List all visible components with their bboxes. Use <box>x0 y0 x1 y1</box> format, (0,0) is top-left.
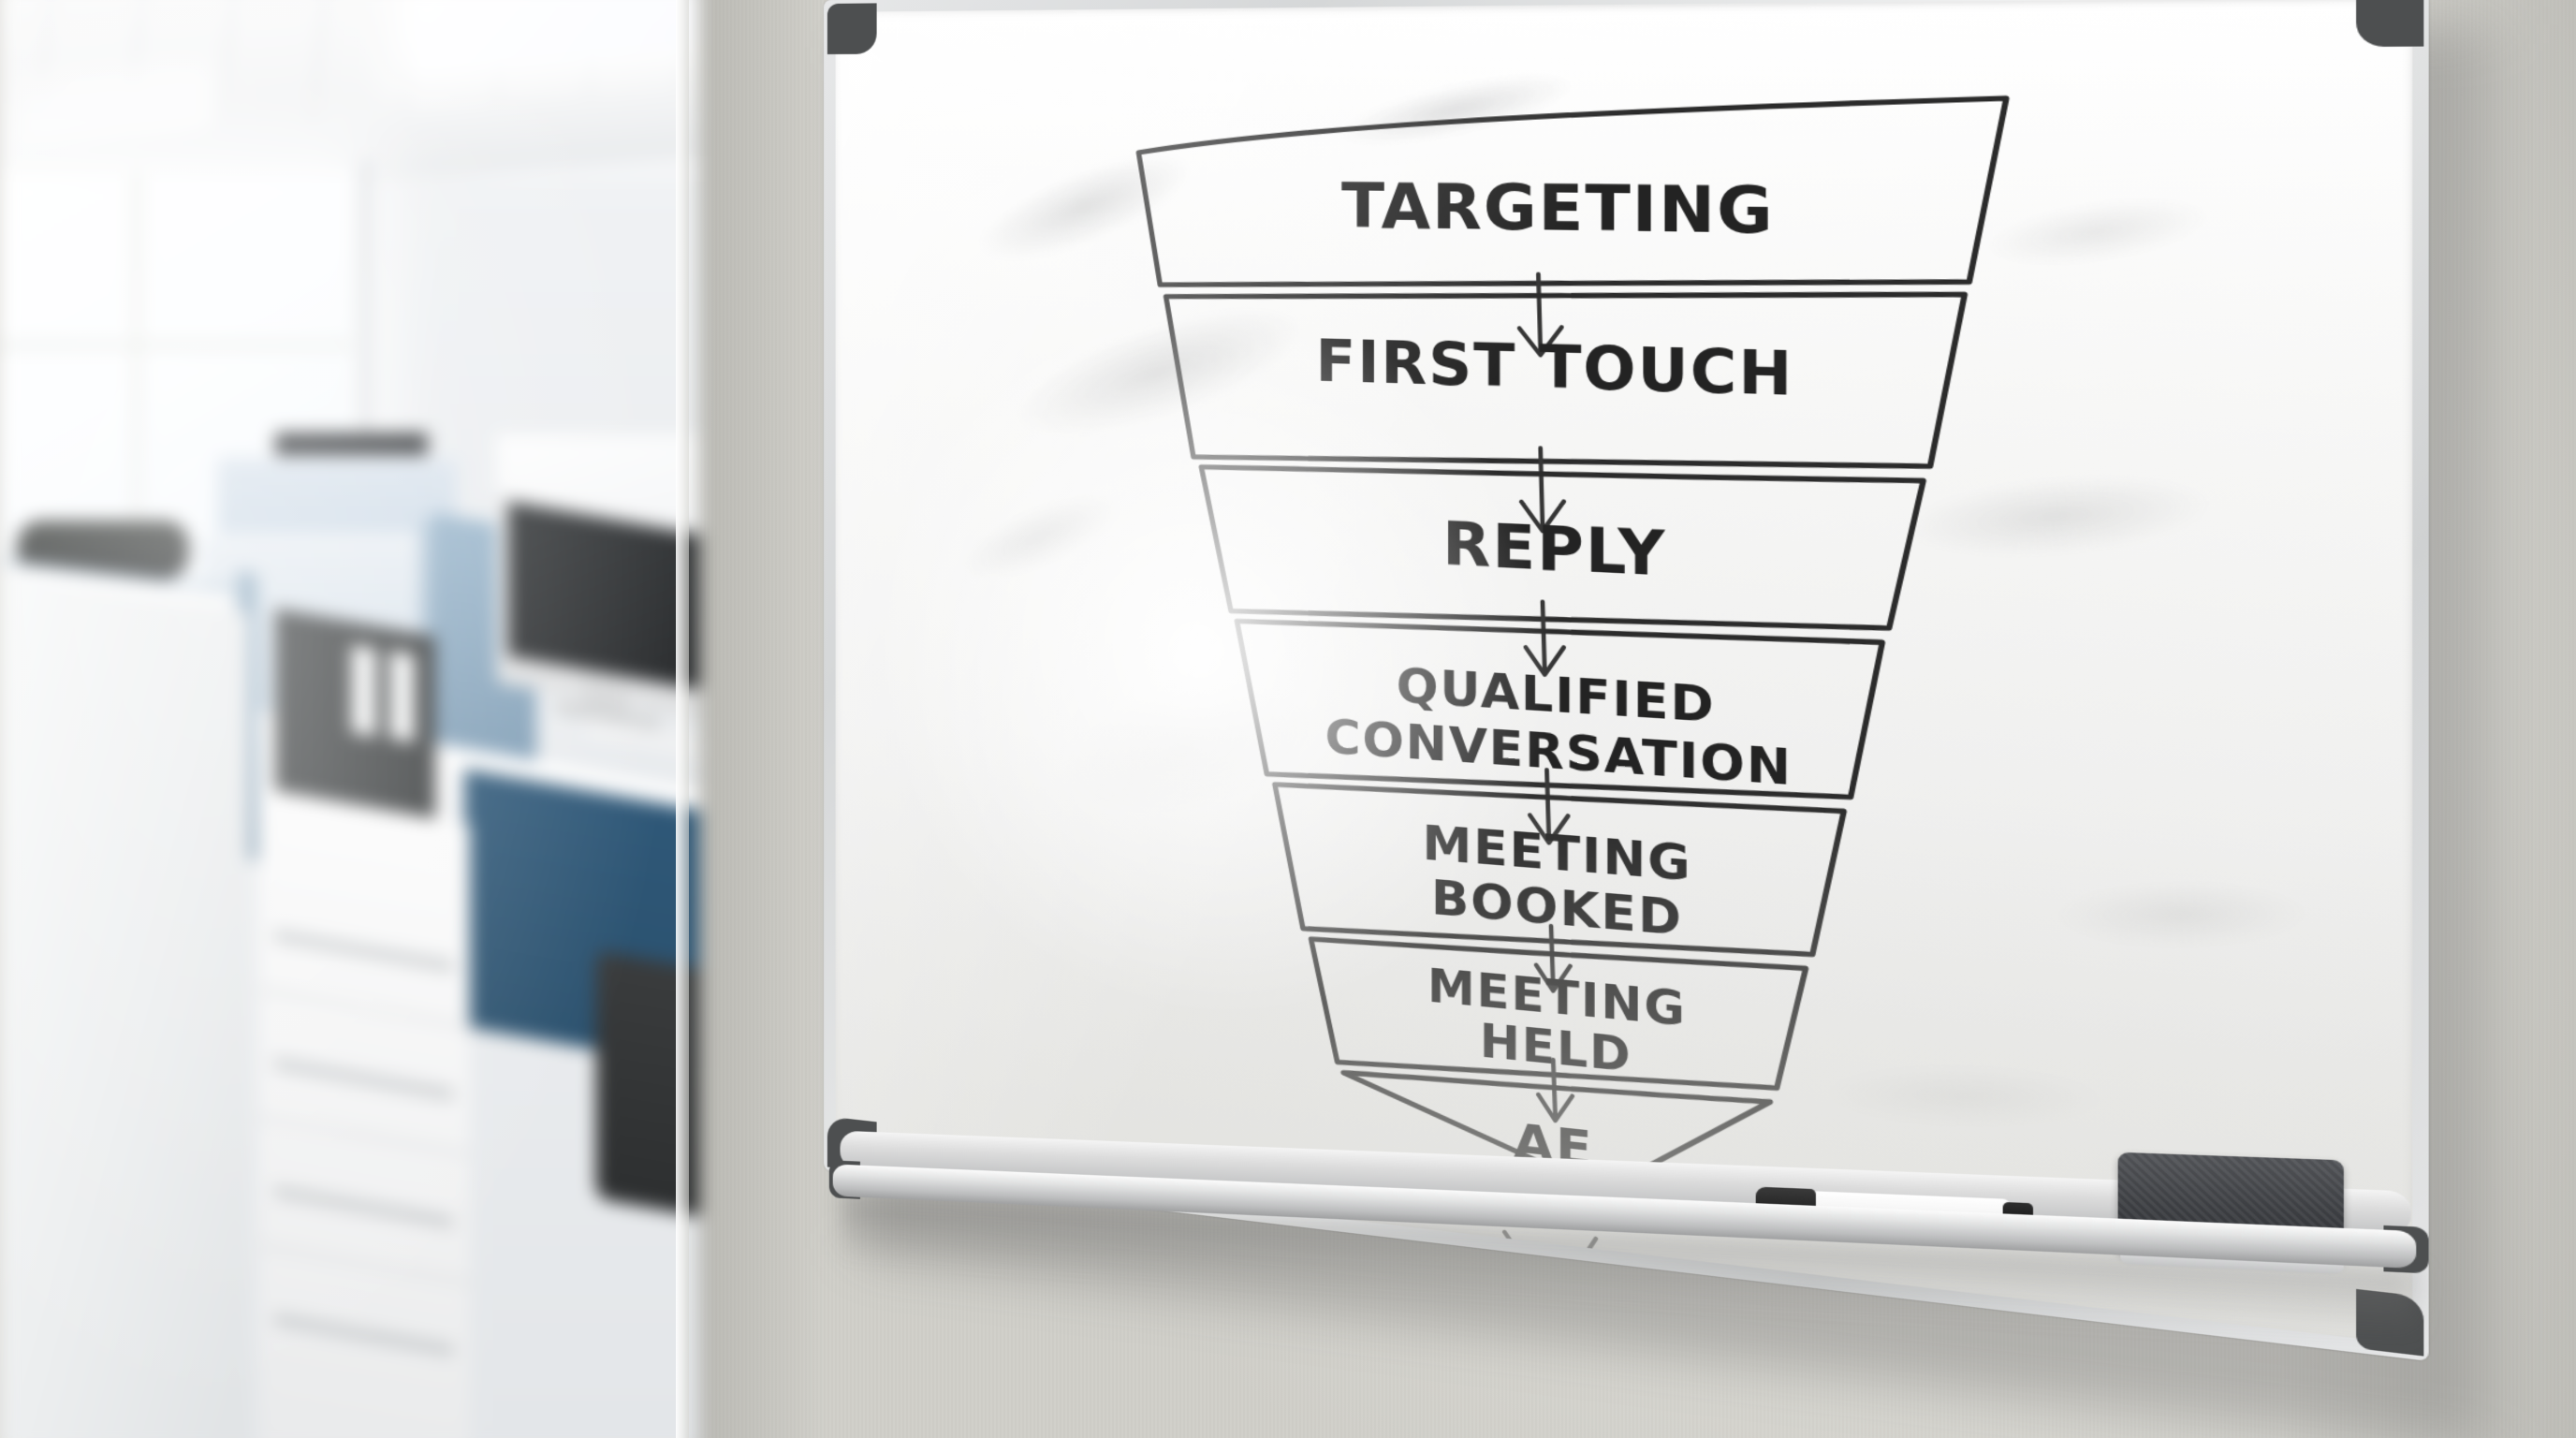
frame-corner-top-right <box>2356 0 2424 47</box>
funnel-stage-3: REPLY <box>1201 453 1923 649</box>
frame-corner-top-left <box>827 3 877 54</box>
eraser-smudge <box>951 477 1131 595</box>
wall-corner-shadow <box>683 0 824 1438</box>
funnel-stage-2: FIRST TOUCH <box>1166 279 1965 487</box>
funnel-stage-2-label: FIRST TOUCH <box>1316 329 1794 410</box>
funnel-stage-5: MEETING BOOKED <box>1275 770 1844 976</box>
binder-label-2 <box>389 650 415 743</box>
cubicle-panel-far-top <box>217 455 459 465</box>
window-mullion-horizontal <box>0 341 354 350</box>
window-mullion-vertical <box>131 172 141 669</box>
wall-edge-divider <box>676 0 689 1438</box>
sales-funnel-diagram: TARGETING FIRST TOUCH <box>1118 75 2150 1299</box>
funnel-stage-1-label: TARGETING <box>1341 170 1775 248</box>
funnel-arrow-3 <box>1526 601 1564 676</box>
funnel-stage-1: TARGETING <box>1138 98 2006 301</box>
office-background <box>0 0 699 1438</box>
funnel-stage-3-label: REPLY <box>1442 508 1666 590</box>
cubicle-front-panel <box>0 578 249 1438</box>
funnel-svg: TARGETING FIRST TOUCH <box>1118 75 2150 1299</box>
whiteboard-pen-tray[interactable] <box>824 1109 2576 1438</box>
binder-label-1 <box>351 644 376 737</box>
